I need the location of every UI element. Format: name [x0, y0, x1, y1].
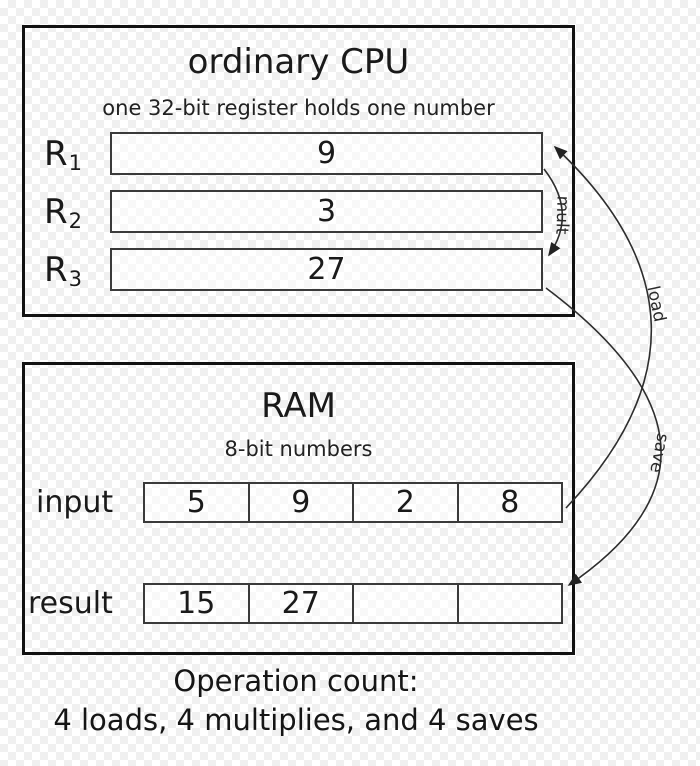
register-subscript: 1	[68, 150, 82, 175]
input-cell-3: 8	[459, 484, 562, 521]
cell-value: 8	[500, 485, 520, 520]
register-subscript: 2	[68, 208, 82, 233]
cell-value: 27	[281, 586, 320, 621]
cpu-subtitle: one 32-bit register holds one number	[102, 96, 495, 120]
input-cell-0: 5	[145, 484, 250, 521]
cpu-title: ordinary CPU	[187, 42, 410, 82]
ram-title: RAM	[261, 386, 336, 426]
cell-value: 15	[177, 586, 216, 621]
result-cell-2	[354, 585, 459, 622]
result-cell-0: 15	[145, 585, 250, 622]
input-row: 5 9 2 8	[143, 482, 563, 523]
input-cell-1: 9	[250, 484, 354, 521]
cell-value: 2	[395, 485, 415, 520]
register-value: 3	[316, 194, 337, 229]
register-subscript: 3	[68, 266, 82, 291]
operation-count-detail: 4 loads, 4 multiplies, and 4 saves	[53, 703, 539, 737]
input-row-label: input	[36, 485, 114, 520]
register-name: R	[44, 191, 68, 232]
result-row: 15 27	[143, 583, 563, 624]
register-value: 27	[307, 252, 346, 287]
input-cell-2: 2	[354, 484, 459, 521]
save-arrow-label: save	[645, 431, 673, 475]
load-arrow-label: load	[642, 284, 670, 324]
register-box-r1: 9	[110, 132, 543, 175]
operation-count-title: Operation count:	[173, 664, 419, 698]
ram-subtitle: 8-bit numbers	[224, 437, 373, 461]
mult-arrow-label: mult	[551, 195, 573, 235]
register-name: R	[44, 133, 68, 174]
cell-value: 5	[186, 485, 206, 520]
register-box-r3: 27	[110, 248, 543, 291]
result-cell-1: 27	[250, 585, 354, 622]
cell-value: 9	[291, 485, 311, 520]
register-value: 9	[316, 136, 337, 171]
register-name: R	[44, 249, 68, 290]
result-cell-3	[459, 585, 562, 622]
register-box-r2: 3	[110, 190, 543, 233]
result-row-label: result	[28, 586, 113, 621]
